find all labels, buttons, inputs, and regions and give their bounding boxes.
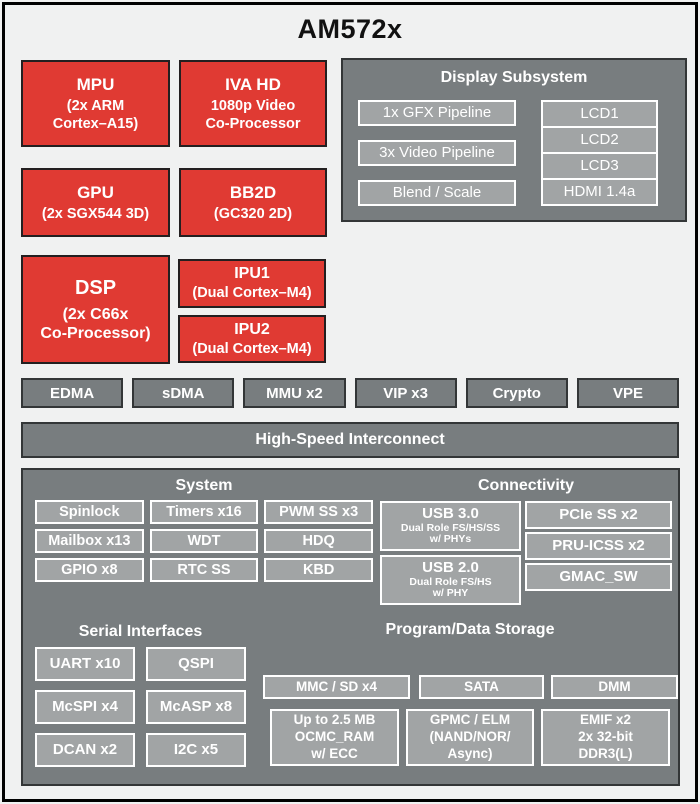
block-qspi: QSPI: [146, 647, 246, 681]
block-gpio: GPIO x8: [35, 558, 144, 582]
block-sata: SATA: [419, 675, 544, 699]
block-timers: Timers x16: [149, 500, 259, 524]
block-pcie: PCIe SS x2: [525, 501, 672, 529]
block-lcd2: LCD2: [541, 126, 658, 154]
block-hdmi: HDMI 1.4a: [541, 178, 658, 206]
block-gpu: GPU (2x SGX544 3D): [21, 168, 170, 237]
block-gmac-sw: GMAC_SW: [525, 563, 672, 591]
block-i2c: I2C x5: [146, 733, 246, 767]
block-hdq: HDQ: [264, 529, 373, 553]
block-mcasp: McASP x8: [146, 690, 246, 724]
block-usb2-title: USB 2.0: [422, 559, 479, 576]
block-ipu2-title: IPU2: [234, 320, 270, 338]
block-ocmc-ram: Up to 2.5 MB OCMC_RAM w/ ECC: [270, 709, 399, 766]
block-mpu-title: MPU: [76, 74, 115, 94]
block-ipu1-title: IPU1: [234, 265, 270, 283]
block-usb3-subtitle: Dual Role FS/HS/SS w/ PHYs: [400, 521, 501, 546]
connectivity-column: PCIe SS x2 PRU-ICSS x2 GMAC_SW: [525, 501, 672, 594]
block-gpmc-elm: GPMC / ELM (NAND/NOR/ Async): [406, 709, 534, 766]
block-mpu: MPU (2x ARM Cortex–A15): [21, 60, 170, 147]
block-sdma: sDMA: [132, 378, 235, 408]
block-high-speed-interconnect: High-Speed Interconnect: [21, 422, 679, 458]
display-output-column: LCD1 LCD2 LCD3 HDMI 1.4a: [541, 100, 658, 206]
block-usb3: USB 3.0 Dual Role FS/HS/SS w/ PHYs: [380, 501, 521, 551]
block-vpe: VPE: [576, 378, 680, 408]
block-dsp-subtitle: (2x C66x Co-Processor): [40, 305, 151, 342]
block-ipu2-subtitle: (Dual Cortex–M4): [192, 340, 312, 357]
block-emif-label: EMIF x2 2x 32-bit DDR3(L): [578, 712, 633, 761]
block-dcan: DCAN x2: [35, 733, 135, 767]
block-spinlock: Spinlock: [35, 500, 144, 524]
block-ocmc-ram-label: Up to 2.5 MB OCMC_RAM w/ ECC: [293, 712, 376, 761]
block-bb2d: BB2D (GC320 2D): [179, 168, 327, 237]
block-rtc-ss: RTC SS: [149, 558, 259, 582]
system-grid: Spinlock Timers x16 PWM SS x3 Mailbox x1…: [35, 500, 373, 582]
block-wdt: WDT: [149, 529, 259, 553]
block-ipu2: IPU2 (Dual Cortex–M4): [178, 315, 326, 363]
block-mmc-sd: MMC / SD x4: [263, 675, 410, 699]
display-subsystem-title: Display Subsystem: [440, 69, 588, 86]
block-video-pipeline: 3x Video Pipeline: [358, 140, 516, 166]
block-gpu-subtitle: (2x SGX544 3D): [41, 205, 150, 222]
block-edma: EDMA: [21, 378, 124, 408]
display-subsystem-panel: Display Subsystem 1x GFX Pipeline 3x Vid…: [341, 58, 687, 222]
block-mmu: MMU x2: [243, 378, 346, 408]
system-section-title: System: [175, 477, 233, 494]
block-ipu1-subtitle: (Dual Cortex–M4): [192, 285, 312, 302]
block-blend-scale: Blend / Scale: [358, 180, 516, 206]
block-lcd1: LCD1: [541, 100, 658, 128]
usb-column: USB 3.0 Dual Role FS/HS/SS w/ PHYs USB 2…: [380, 501, 521, 605]
display-pipeline-column: 1x GFX Pipeline 3x Video Pipeline Blend …: [358, 100, 516, 220]
block-usb2-subtitle: Dual Role FS/HS w/ PHY: [409, 575, 492, 600]
block-dsp: DSP (2x C66x Co-Processor): [21, 255, 170, 364]
storage-section-title: Program/Data Storage: [385, 621, 555, 638]
block-mcspi: McSPI x4: [35, 690, 135, 724]
block-uart: UART x10: [35, 647, 135, 681]
block-emif: EMIF x2 2x 32-bit DDR3(L): [541, 709, 670, 766]
block-kbd: KBD: [264, 558, 373, 582]
block-bb2d-subtitle: (GC320 2D): [213, 205, 293, 222]
block-iva-hd: IVA HD 1080p Video Co-Processor: [179, 60, 327, 147]
dma-row: EDMA sDMA MMU x2 VIP x3 Crypto VPE: [21, 378, 680, 408]
block-mailbox: Mailbox x13: [35, 529, 144, 553]
serial-grid: UART x10 QSPI McSPI x4 McASP x8 DCAN x2 …: [35, 647, 246, 767]
block-lcd3: LCD3: [541, 152, 658, 180]
block-ipu1: IPU1 (Dual Cortex–M4): [178, 259, 326, 308]
block-usb3-title: USB 3.0: [422, 505, 479, 522]
connectivity-section-title: Connectivity: [477, 477, 574, 494]
peripherals-panel: System Spinlock Timers x16 PWM SS x3 Mai…: [21, 468, 680, 786]
block-gpmc-elm-label: GPMC / ELM (NAND/NOR/ Async): [429, 712, 511, 761]
block-iva-hd-subtitle: 1080p Video Co-Processor: [205, 98, 301, 132]
block-crypto: Crypto: [465, 378, 568, 408]
block-dmm: DMM: [551, 675, 678, 699]
block-bb2d-title: BB2D: [229, 182, 277, 202]
block-iva-hd-title: IVA HD: [225, 74, 281, 94]
block-pru-icss: PRU-ICSS x2: [525, 532, 672, 560]
serial-section-title: Serial Interfaces: [78, 623, 203, 640]
block-vip: VIP x3: [354, 378, 457, 408]
block-usb2: USB 2.0 Dual Role FS/HS w/ PHY: [380, 555, 521, 605]
page-title: AM572x: [297, 14, 403, 44]
block-dsp-title: DSP: [74, 276, 117, 299]
block-gfx-pipeline: 1x GFX Pipeline: [358, 100, 516, 126]
block-gpu-title: GPU: [77, 182, 114, 202]
block-pwm-ss: PWM SS x3: [264, 500, 373, 524]
block-mpu-subtitle: (2x ARM Cortex–A15): [52, 98, 139, 132]
